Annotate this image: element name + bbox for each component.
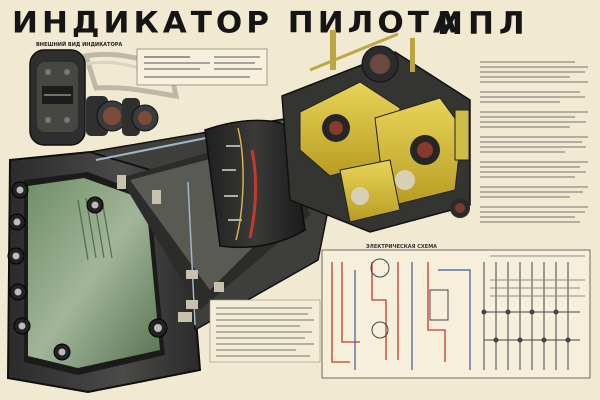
indicator-front-view xyxy=(29,49,180,146)
indicator-housing xyxy=(6,117,331,394)
front-view-label: ВНЕШНИЙ ВИД ИНДИКАТОРА xyxy=(36,42,123,48)
cable-connectors xyxy=(86,96,159,136)
deflection-mechanism xyxy=(281,30,471,233)
crt-tube xyxy=(204,119,306,249)
poster-abbreviation: ИПЛ xyxy=(437,6,530,42)
bezel-knobs xyxy=(7,181,168,361)
description-text xyxy=(480,61,588,223)
mounting-screws xyxy=(117,175,224,322)
lower-annotation xyxy=(209,299,321,363)
electric-scheme-label: ЭЛЕКТРИЧЕСКАЯ СХЕМА xyxy=(366,244,438,250)
annotation-panel xyxy=(136,48,268,86)
electric-scheme-diagram xyxy=(321,249,591,379)
poster-title: ИНДИКАТОР ПИЛОТА xyxy=(12,6,461,41)
